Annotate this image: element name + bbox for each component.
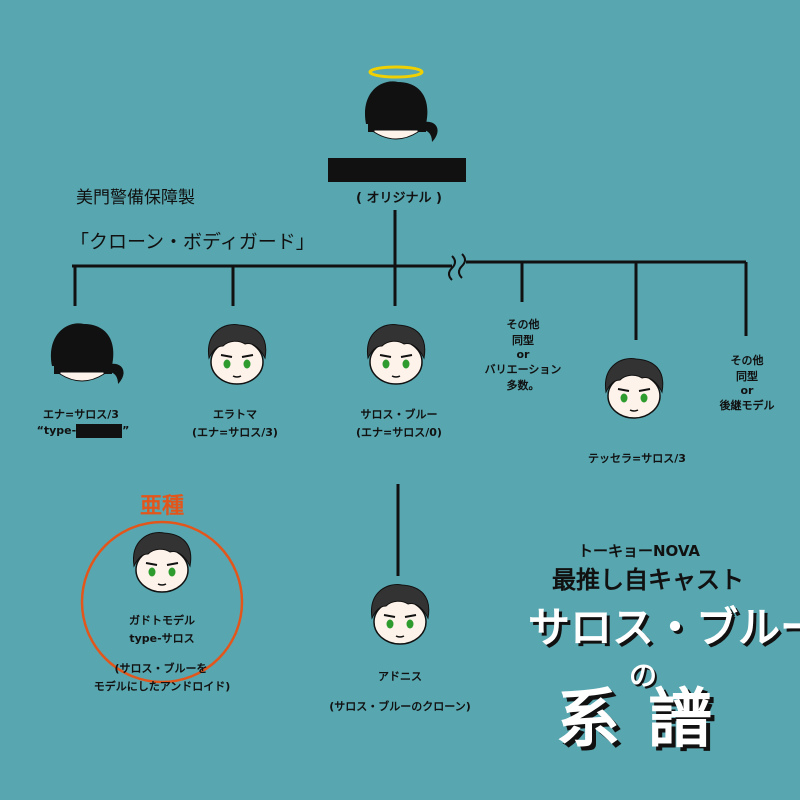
gadot-head [124, 530, 200, 594]
hair-shape [371, 583, 430, 620]
other-variations-line-2: 同型 [512, 334, 534, 347]
other-variations-line-5: 多数。 [506, 379, 540, 392]
mouth [157, 583, 167, 586]
brows [383, 614, 417, 618]
left-eye [148, 567, 156, 577]
other-successors-line-4: 後継モデル [719, 399, 775, 412]
mouth [629, 409, 639, 412]
ena-head-drawing [50, 323, 124, 384]
adonis-name: アドニス [378, 670, 422, 683]
saros-blue-sub: (エナ=サロス/0) [356, 426, 442, 439]
other-successors-line-3: or [740, 384, 754, 397]
original-label: ( オリジナル ) [356, 191, 442, 206]
left-eye [620, 393, 628, 403]
eratoma-name: エラトマ [213, 408, 257, 421]
face-redaction [54, 352, 112, 374]
gadot-note-1: (サロス・ブルーを [114, 662, 208, 675]
title-keifu: 系譜 [556, 683, 740, 757]
adonis-sub: (サロス・ブルーのクローン) [329, 700, 471, 713]
other-successors: その他 同型 or 後継モデル [704, 352, 790, 413]
ena-type-redaction [76, 424, 123, 438]
original-name-redaction [328, 158, 466, 182]
left-eye [386, 619, 394, 629]
brows [220, 354, 254, 358]
title-no: の [628, 659, 657, 692]
title-big: サロス・ブルー [528, 603, 800, 652]
hair-shape [605, 357, 664, 394]
hair-shape [367, 323, 426, 360]
chin [59, 371, 105, 382]
tessera-name: テッセラ=サロス/3 [588, 452, 686, 465]
ena-head [44, 322, 124, 386]
gadot-name: ガドトモデル [129, 614, 195, 627]
mouth [391, 375, 401, 378]
other-variations: その他 同型 or バリエーション 多数。 [478, 316, 568, 393]
mouth [395, 635, 405, 638]
mouth [232, 375, 242, 378]
eratoma-sub: (エナ=サロス/3) [192, 426, 278, 439]
eratoma-head [199, 322, 275, 386]
face-redaction [368, 110, 426, 132]
original-head-drawing [364, 65, 438, 142]
gadot-note-2: モデルにしたアンドロイド) [93, 680, 231, 693]
brows [379, 354, 413, 358]
clone-bodyguard-label: 「クローン・ボディガード」 [70, 231, 315, 253]
other-variations-line-1: その他 [506, 318, 540, 331]
halo [368, 65, 424, 79]
hair-shape [133, 531, 192, 568]
brows [145, 562, 179, 566]
saros-blue-head-drawing [367, 323, 426, 385]
right-eye [168, 567, 176, 577]
other-successors-line-1: その他 [730, 354, 764, 367]
other-successors-line-2: 同型 [736, 370, 758, 383]
ena-type: “type- ” [24, 424, 142, 438]
saros-blue-name: サロス・ブルー [360, 408, 438, 421]
other-variations-line-3: or [516, 348, 530, 361]
adonis-head [362, 582, 438, 646]
ena-type-prefix: “type- [36, 424, 77, 437]
title-small: トーキョーNOVA [577, 542, 701, 560]
gadot-type: type-サロス [129, 632, 195, 645]
left-eye [223, 359, 231, 369]
hair-shape [208, 323, 267, 360]
tessera-head-drawing [605, 357, 664, 419]
right-eye [406, 619, 414, 629]
branch-break-mark [448, 253, 466, 281]
right-eye [402, 359, 410, 369]
left-eye [382, 359, 390, 369]
title-line1: 最推し自キャスト [552, 566, 744, 594]
chin [373, 129, 419, 140]
right-eye [243, 359, 251, 369]
adonis-head-drawing [371, 583, 430, 645]
subspecies-tag: 亜種 [139, 494, 184, 519]
eratoma-head-drawing [208, 323, 267, 385]
subspecies-bracket [80, 520, 244, 684]
ena-type-suffix: ” [122, 424, 130, 437]
tessera-head [596, 356, 672, 420]
original-head [358, 65, 438, 144]
right-eye [640, 393, 648, 403]
other-variations-line-4: バリエーション [484, 363, 562, 376]
saros-blue-head [358, 322, 434, 386]
gadot-head-drawing [133, 531, 192, 593]
tree-connectors [72, 210, 748, 576]
ena-name: エナ=サロス/3 [43, 408, 119, 421]
brows [617, 388, 651, 392]
manufacturer-label: 美門警備保障製 [76, 188, 195, 208]
